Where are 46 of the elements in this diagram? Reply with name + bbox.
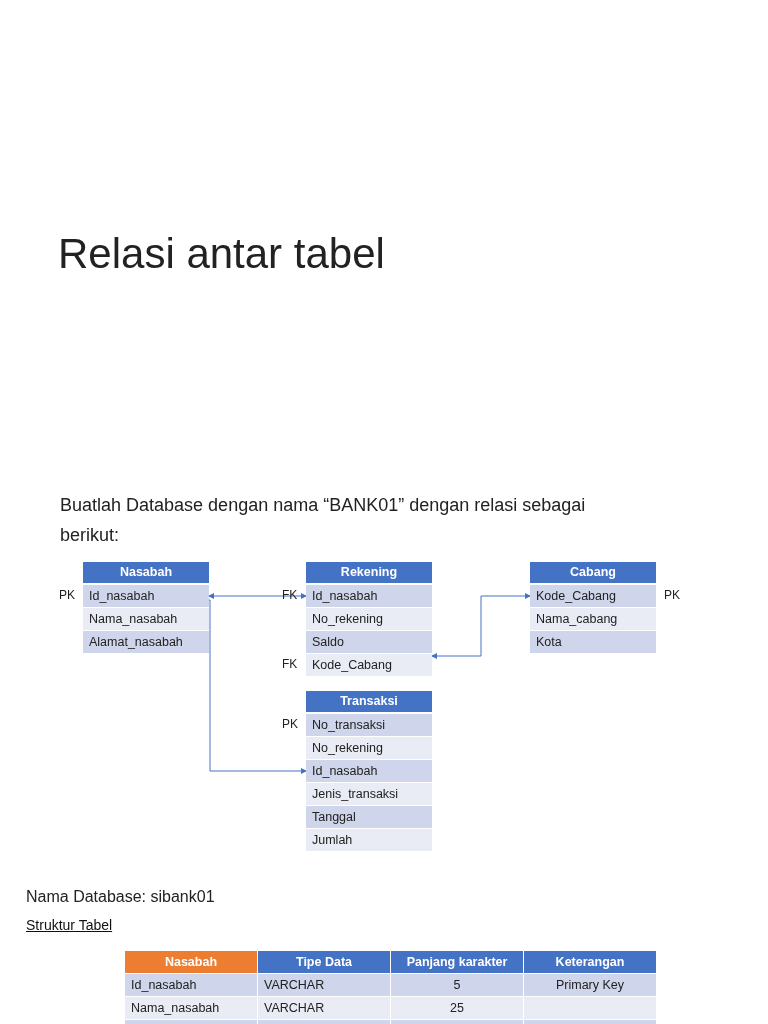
- table-header: Transaksi: [306, 691, 432, 712]
- table-row: No_rekening: [306, 737, 432, 759]
- entity-table: [306, 562, 432, 677]
- table-cell: 5: [391, 974, 523, 996]
- table-row: Id_nasabah: [306, 760, 432, 782]
- table-header: Rekening: [306, 562, 432, 583]
- slide-title: Relasi antar tabel: [58, 230, 385, 278]
- table-row: Kota: [530, 631, 656, 653]
- key-label: PK: [664, 588, 680, 602]
- header-cell: Nasabah: [125, 951, 257, 973]
- key-label: PK: [282, 717, 298, 731]
- table-header: Nasabah: [83, 562, 209, 583]
- header-cell: Tipe Data: [258, 951, 390, 973]
- table-row: Jenis_transaksi: [306, 783, 432, 805]
- key-label: FK: [282, 657, 298, 671]
- table-row: No_rekening: [306, 608, 432, 630]
- entity-table: [83, 562, 209, 654]
- key-label: FK: [282, 588, 298, 602]
- header-cell: Keterangan: [524, 951, 656, 973]
- table-row: Alamat_nasabah: [83, 631, 209, 653]
- instruction-text: Buatlah Database dengan nama “BANK01” dengan relasi sebagai berikut:: [60, 494, 587, 547]
- table-row: Tanggal: [306, 806, 432, 828]
- section-heading: Struktur Tabel: [26, 917, 113, 933]
- table-row: Nama_nasabah: [83, 608, 209, 630]
- database-name-text: Nama Database: sibank01: [26, 888, 215, 906]
- table-row: Saldo: [306, 631, 432, 653]
- table-cell: Nama_nasabah: [125, 997, 257, 1019]
- header-cell: Panjang karakter: [391, 951, 523, 973]
- table-row: No_transaksi: [306, 714, 432, 736]
- relation-arrow: [431, 593, 531, 659]
- relation-arrow: [208, 593, 307, 599]
- table-cell: 25: [391, 997, 523, 1019]
- entity-table: [306, 691, 432, 852]
- table-header: Cabang: [530, 562, 656, 583]
- table-row: Nama_cabang: [530, 608, 656, 630]
- key-label: PK: [59, 588, 75, 602]
- table-row: Id_nasabah: [306, 585, 432, 607]
- entity-table: [530, 562, 656, 654]
- table-row: Kode_Cabang: [306, 654, 432, 676]
- table-row: Id_nasabah: [83, 585, 209, 607]
- table-row: Jumlah: [306, 829, 432, 851]
- table-cell: VARCHAR: [258, 974, 390, 996]
- table-cell: Id_nasabah: [125, 974, 257, 996]
- table-row: Kode_Cabang: [530, 585, 656, 607]
- table-cell: Primary Key: [524, 974, 656, 996]
- table-cell: VARCHAR: [258, 997, 390, 1019]
